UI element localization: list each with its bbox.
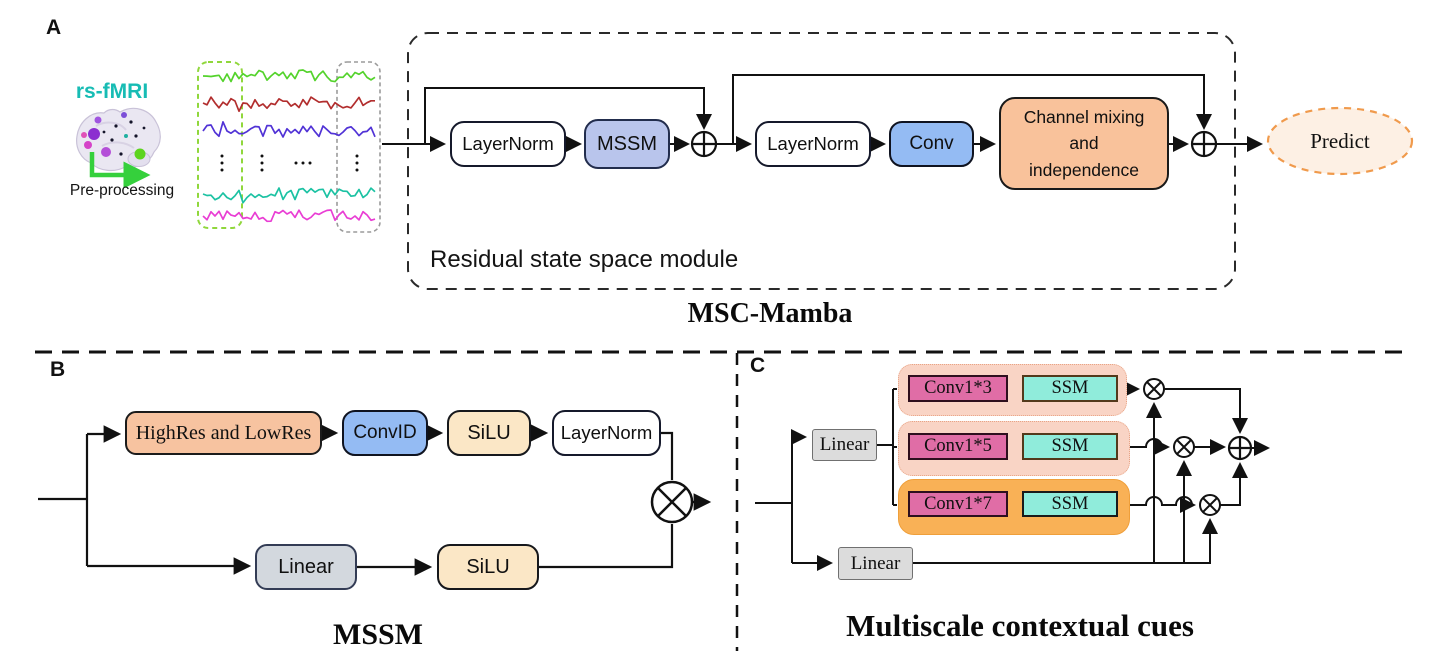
layernorm-node: LayerNorm — [755, 121, 871, 167]
signal-trace — [202, 96, 375, 113]
multiply-node-icon — [650, 480, 694, 524]
panel-a-wires — [382, 74, 1263, 152]
layernorm-node: LayerNorm — [450, 121, 566, 167]
panel-b-label: B — [50, 358, 66, 381]
linear-node: Linear — [838, 547, 913, 580]
predict-cloud — [1266, 106, 1414, 176]
signal-trace — [202, 121, 376, 138]
preprocessing-arrow — [89, 152, 151, 189]
signal-trace — [202, 69, 376, 83]
multiply-node-icon — [1143, 378, 1165, 400]
panel-a-label: A — [46, 16, 62, 39]
conv1x7-node: Conv1*7 — [908, 491, 1008, 517]
panel-b-wires — [38, 424, 712, 576]
conv-node: Conv — [889, 121, 974, 167]
ssm-node: SSM — [1022, 433, 1118, 460]
add-node-icon — [690, 130, 718, 158]
ellipsis-dots — [220, 154, 359, 172]
predict-label: Predict — [1310, 128, 1370, 153]
layernorm-node: LayerNorm — [552, 410, 661, 456]
fmri-signal-traces — [202, 69, 376, 223]
conv1d-node: ConvID — [342, 410, 428, 456]
signal-trace — [202, 209, 376, 223]
channel-mixing-line: Channel mixing — [1023, 107, 1145, 128]
panel-c-label: C — [750, 354, 766, 377]
panel-c-wires — [755, 381, 1270, 571]
add-node-icon — [1227, 435, 1253, 461]
channel-mixing-line: independence — [1029, 159, 1139, 180]
multiply-node-icon — [1199, 494, 1221, 516]
rs-fmri-label: rs-fMRI — [75, 80, 149, 103]
ssm-node: SSM — [1022, 375, 1118, 402]
add-node-icon — [1190, 130, 1218, 158]
window-box-start — [197, 61, 243, 229]
msc-mamba-title: MSC-Mamba — [687, 298, 853, 329]
linear-node: Linear — [255, 544, 357, 590]
channel-mixing-line: and — [1069, 133, 1099, 154]
channel-mixing-node: Channel mixing and independence — [999, 97, 1169, 190]
ssm-node: SSM — [1022, 491, 1118, 517]
multiscale-title: Multiscale contextual cues — [846, 608, 1194, 643]
linear-node: Linear — [812, 429, 877, 461]
residual-module-caption: Residual state space module — [430, 246, 739, 273]
multiply-node-icon — [1173, 436, 1195, 458]
signal-trace — [202, 187, 376, 204]
highres-lowres-node: HighRes and LowRes — [125, 411, 322, 455]
silu-node: SiLU — [437, 544, 539, 590]
preprocessing-label: Pre-processing — [69, 182, 175, 199]
mssm-title: MSSM — [333, 618, 423, 651]
silu-node: SiLU — [447, 410, 531, 456]
brain-illustration — [76, 107, 161, 172]
conv1x5-node: Conv1*5 — [908, 433, 1008, 460]
window-box-end — [336, 61, 381, 233]
mssm-node: MSSM — [584, 119, 670, 169]
conv1x3-node: Conv1*3 — [908, 375, 1008, 402]
